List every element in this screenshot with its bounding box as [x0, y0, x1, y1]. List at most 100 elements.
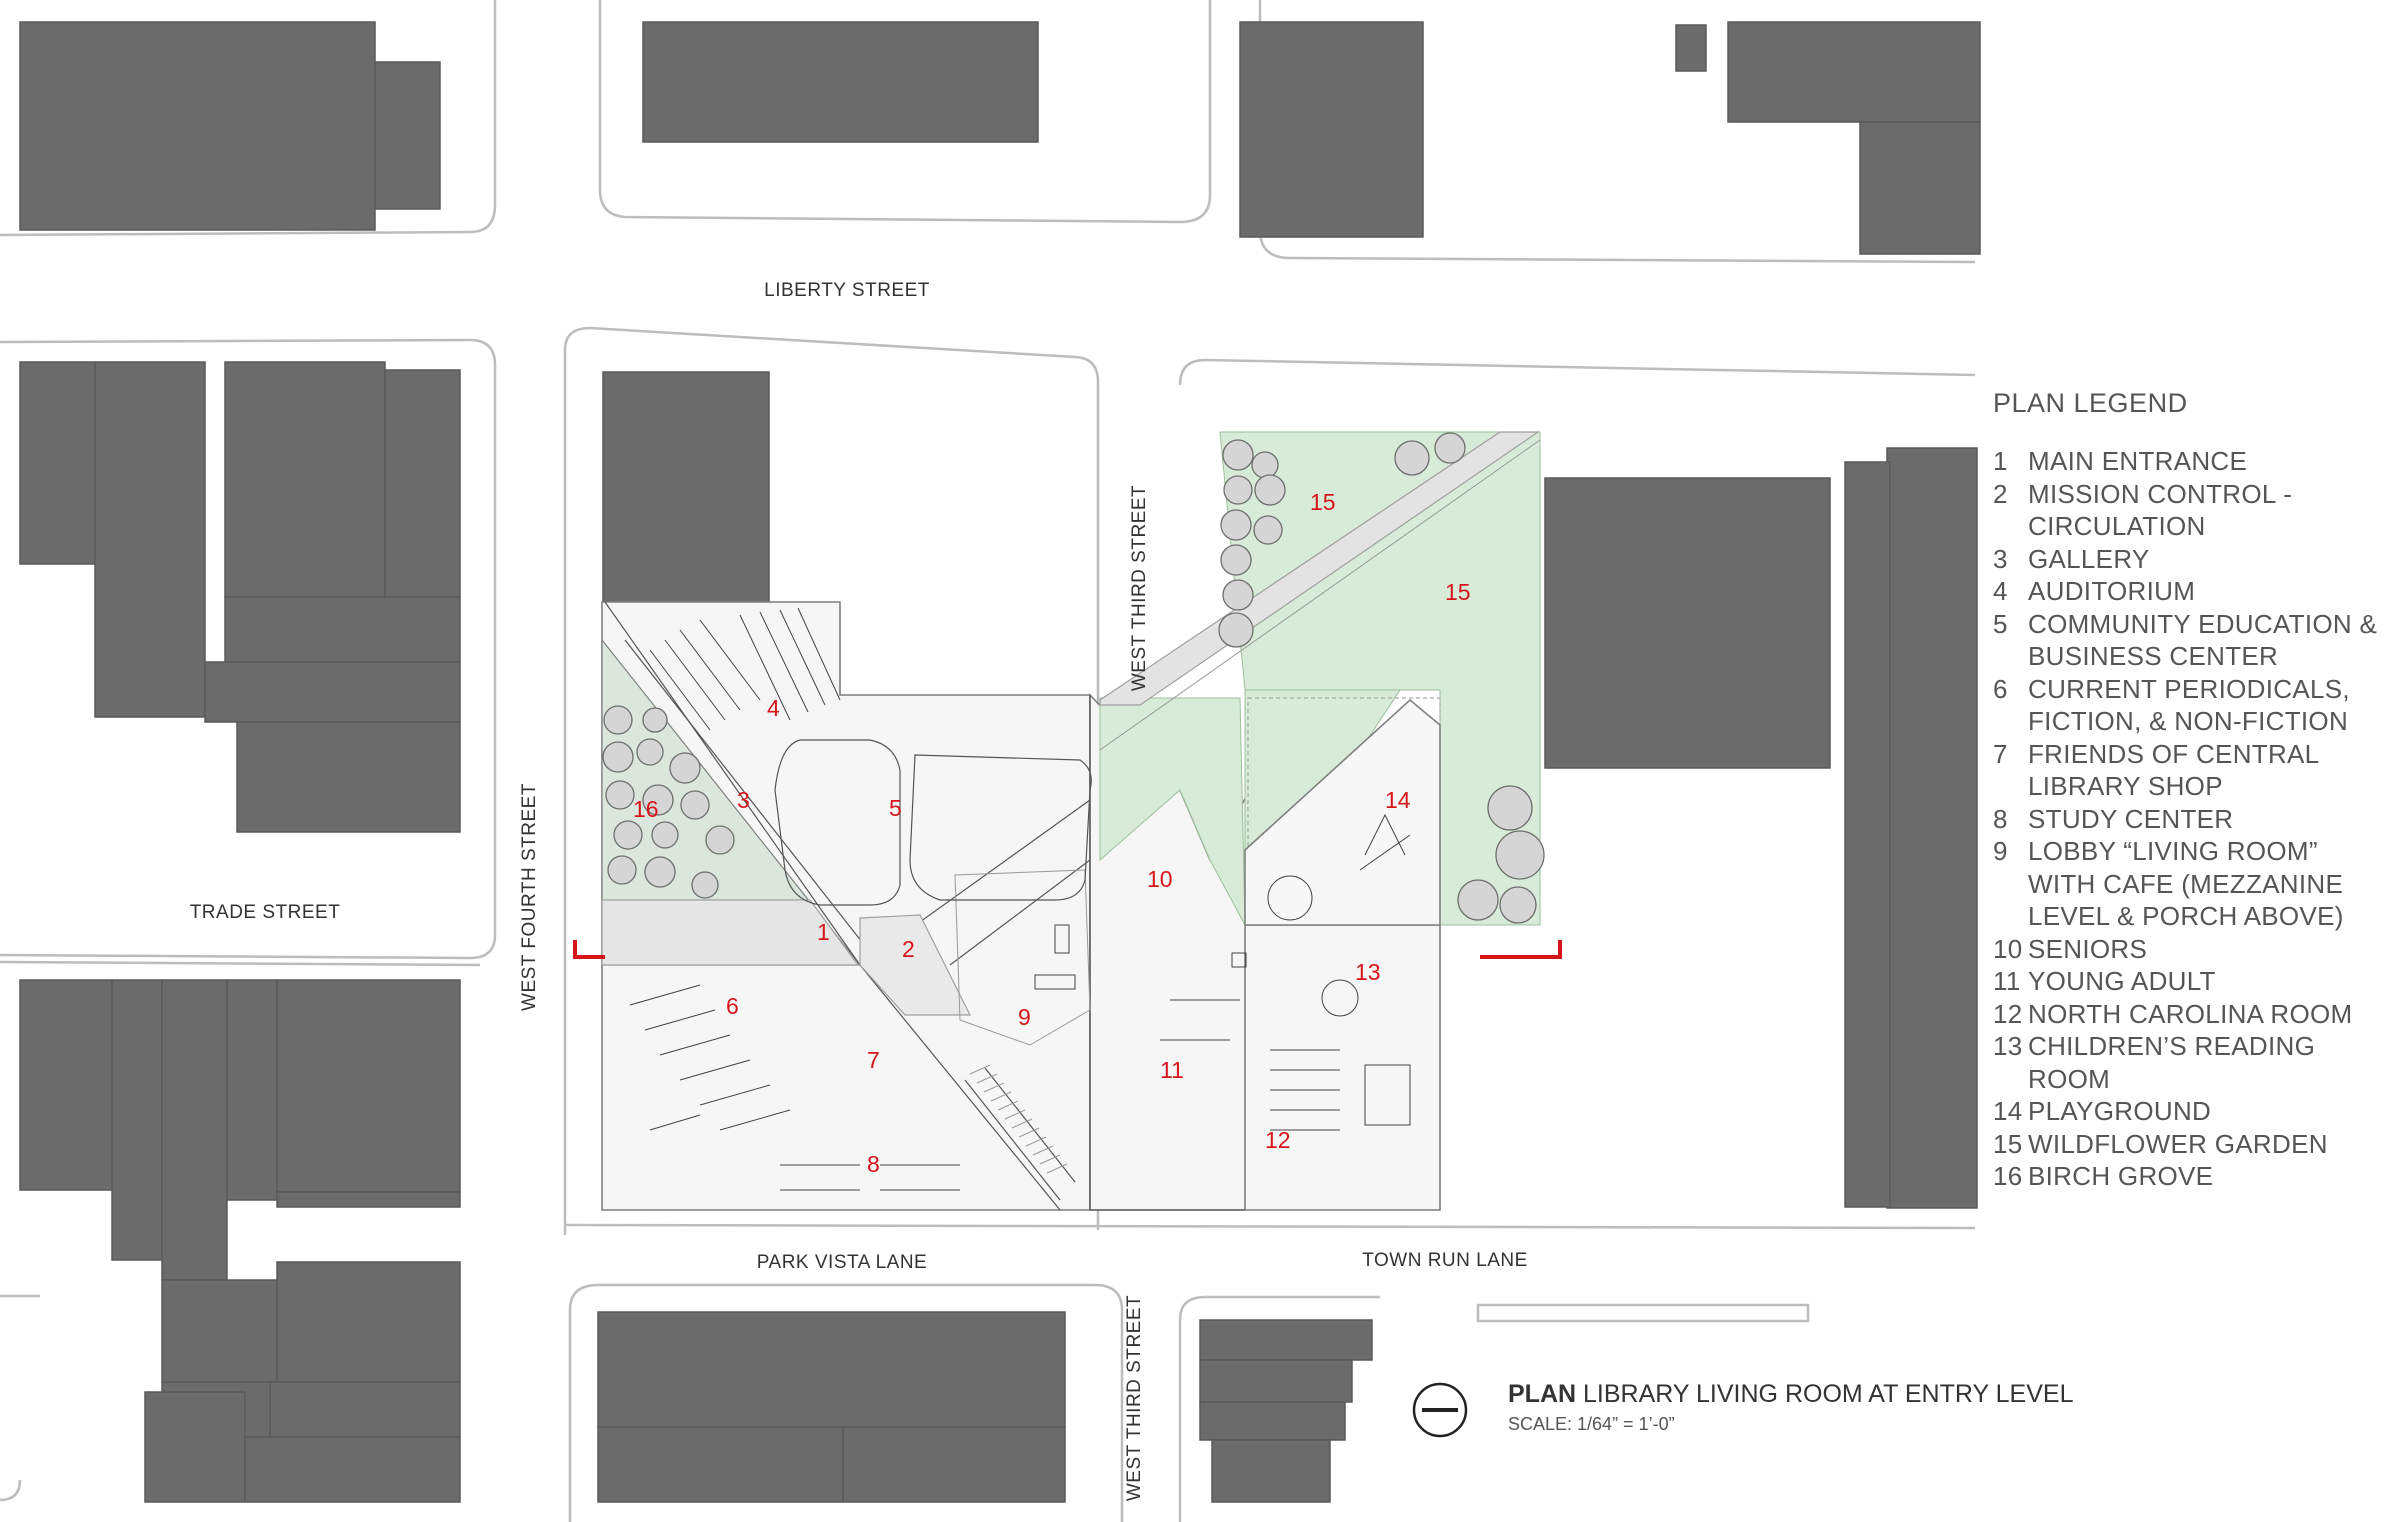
legend-item-label: AUDITORIUM: [2028, 576, 2196, 606]
plan-number-10: 10: [1147, 866, 1173, 892]
legend-item-number: 14: [1993, 1096, 2023, 1126]
legend-item-number: [1990, 868, 2028, 901]
plan-title-bold: PLAN: [1508, 1380, 1577, 1408]
plan-title-rest: LIBRARY LIVING ROOM AT ENTRY LEVEL: [1576, 1380, 2074, 1408]
street-label-liberty: LIBERTY STREET: [764, 280, 930, 301]
trees: [602, 432, 1545, 924]
legend-item-label: FRIENDS OF CENTRAL: [2028, 738, 2320, 769]
plan-scale: SCALE: 1/64” = 1’-0”: [1508, 1414, 1675, 1434]
street-label-town-run: TOWN RUN LANE: [1362, 1250, 1528, 1271]
plan-number-8: 8: [867, 1151, 880, 1177]
plan-number-16: 16: [633, 796, 659, 822]
wildflower-garden: [1099, 431, 1541, 927]
legend-item-number: 16: [1993, 1161, 2023, 1191]
plan-number-labels: 1 2 3 4 5 6 7 8 9 10 11 12 13 14 15 15 1…: [633, 489, 1471, 1177]
plan-number-9: 9: [1018, 1004, 1031, 1030]
legend-item-label: YOUNG ADULT: [2028, 966, 2216, 996]
legend-item: 6 CURRENT PERIODICALS,: [1990, 673, 2402, 706]
furniture-rows: [629, 813, 1411, 1191]
legend-item-number: [1990, 770, 2028, 803]
legend-item: 7 FRIENDS OF CENTRAL: [1990, 738, 2402, 771]
legend-item-label: GALLERY: [2028, 543, 2150, 574]
plan-number-5: 5: [889, 795, 902, 821]
legend-item-number: 15: [1993, 1128, 2023, 1159]
legend-item-label: STUDY CENTER: [2028, 803, 2234, 834]
legend-item-label: MISSION CONTROL -: [2028, 478, 2293, 509]
legend-item-number: 1: [1993, 446, 2008, 476]
legend-item-number: 12: [1993, 998, 2023, 1029]
legend-item-label: SENIORS: [2028, 933, 2148, 964]
site-plan-drawing: LIBERTY STREET TRADE STREET WEST FOURTH …: [0, 0, 1981, 1522]
plan-number-11: 11: [1160, 1057, 1184, 1083]
plan-number-7: 7: [867, 1047, 880, 1073]
legend-item-number: 4: [1993, 576, 2008, 606]
legend-item-label: BUSINESS CENTER: [2028, 641, 2279, 671]
plan-number-2: 2: [902, 936, 915, 962]
legend-item: LEVEL & PORCH ABOVE): [1990, 900, 2402, 933]
street-label-park-vista: PARK VISTA LANE: [757, 1252, 927, 1273]
legend-item: 9 LOBBY “LIVING ROOM”: [1990, 835, 2402, 868]
legend-item-label: LIBRARY SHOP: [2028, 771, 2223, 801]
plan-number-6: 6: [726, 993, 739, 1019]
legend-item: 4 AUDITORIUM: [1990, 575, 2402, 608]
legend-item-label: MAIN ENTRANCE: [2028, 446, 2248, 476]
legend-item: 3 GALLERY: [1990, 543, 2402, 576]
plan-number-1: 1: [817, 919, 830, 945]
legend-item-label: LEVEL & PORCH ABOVE): [2028, 901, 2344, 931]
plan-number-4: 4: [767, 695, 780, 721]
plan-number-13: 13: [1355, 959, 1381, 985]
legend-item-label: ROOM: [2028, 1063, 2111, 1094]
legend-item-label: FICTION, & NON-FICTION: [2028, 706, 2349, 736]
street-label-west-third-north: WEST THIRD STREET: [1129, 485, 1150, 691]
street-label-west-fourth: WEST FOURTH STREET: [519, 783, 540, 1011]
street-label-west-third-south: WEST THIRD STREET: [1124, 1295, 1145, 1501]
legend-item-label: WITH CAFE (MEZZANINE: [2028, 868, 2344, 899]
legend-item-number: 7: [1993, 738, 2008, 769]
central-stair: [964, 1064, 1076, 1201]
legend-item-number: 3: [1993, 543, 2008, 574]
legend-item-label: CHILDREN’S READING: [2028, 1031, 2316, 1061]
legend-item-number: 8: [1993, 803, 2008, 834]
street-label-trade: TRADE STREET: [190, 902, 341, 923]
section-cut-marker-icon: [573, 940, 1562, 959]
legend-item-number: [1990, 1063, 2028, 1096]
legend-item-label: CURRENT PERIODICALS,: [2028, 673, 2350, 704]
legend-item-label: CIRCULATION: [2028, 511, 2206, 541]
legend-item-number: 10: [1993, 933, 2023, 964]
legend-item-label: PLAYGROUND: [2028, 1096, 2212, 1126]
legend-item: ROOM: [1990, 1063, 2402, 1096]
legend-item: 8 STUDY CENTER: [1990, 803, 2402, 836]
legend-item-number: [1990, 900, 2028, 933]
auditorium-seating: [649, 607, 841, 731]
legend-item: LIBRARY SHOP: [1990, 770, 2402, 803]
legend-item-label: LOBBY “LIVING ROOM”: [2028, 836, 2318, 866]
plan-title: PLAN LIBRARY LIVING ROOM AT ENTRY LEVEL: [1508, 1380, 2073, 1409]
legend-item: FICTION, & NON-FICTION: [1990, 705, 2402, 738]
legend-item-number: [1990, 705, 2028, 738]
legend-item: BUSINESS CENTER: [1990, 640, 2402, 673]
legend-item: WITH CAFE (MEZZANINE: [1990, 868, 2402, 901]
legend-item: CIRCULATION: [1990, 510, 2402, 543]
legend-item-number: [1990, 640, 2028, 673]
legend-item-number: 9: [1993, 836, 2008, 866]
plan-number-15-b: 15: [1445, 579, 1471, 605]
legend-item-number: 13: [1993, 1031, 2023, 1061]
legend-item-number: 6: [1993, 673, 2008, 704]
legend-item-label: BIRCH GROVE: [2028, 1161, 2214, 1191]
legend-title: PLAN LEGEND: [1993, 388, 2188, 418]
plan-number-15-a: 15: [1310, 489, 1336, 515]
legend-item: 1 MAIN ENTRANCE: [1990, 445, 2402, 478]
legend-item-label: NORTH CAROLINA ROOM: [2028, 998, 2353, 1029]
surrounding-buildings: [19, 21, 1981, 1503]
legend-item-number: 5: [1993, 608, 2008, 639]
